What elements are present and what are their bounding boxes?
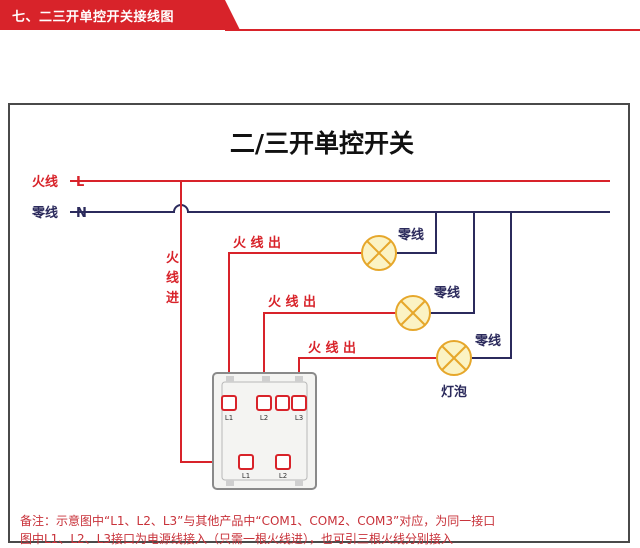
diagram-title: 二/三开单控开关	[230, 129, 414, 158]
live-out-label-1: 火 线 出	[233, 235, 281, 251]
neutral-label-2: 零线	[433, 285, 460, 301]
terminal-label-bottom-l2: L2	[279, 472, 287, 480]
neutral-label: 零线	[31, 205, 58, 221]
live-out-wire-2	[263, 312, 396, 398]
switch-body	[212, 372, 317, 490]
terminal-label-top-l3: L3	[295, 414, 303, 422]
live-out-wire-3	[298, 357, 436, 398]
terminal-top-l3	[291, 395, 307, 411]
terminal-bottom-l2	[275, 454, 291, 470]
bulb-icon	[436, 340, 472, 376]
neutral-wire-1	[397, 212, 437, 254]
live-in-label-1: 火	[166, 251, 180, 266]
footnote: 备注：示意图中“L1、L2、L3”与其他产品中“COM1、COM2、COM3”对…	[20, 512, 620, 548]
terminal-bottom-l1	[238, 454, 254, 470]
footnote-line-1: 备注：示意图中“L1、L2、L3”与其他产品中“COM1、COM2、COM3”对…	[20, 514, 496, 528]
bulb-icon	[361, 235, 397, 271]
neutral-label-1: 零线	[397, 227, 424, 243]
live-letter: L	[76, 175, 84, 190]
live-out-label-2: 火 线 出	[268, 294, 316, 310]
live-out-label-3: 火 线 出	[308, 340, 356, 356]
terminal-label-top-l1: L1	[225, 414, 233, 422]
live-in-label-3: 进	[166, 291, 179, 306]
neutral-wire-2	[430, 212, 475, 314]
terminal-top-aux	[275, 395, 290, 411]
terminal-top-l1	[221, 395, 237, 411]
section-header-title: 七、二三开单控开关接线图	[12, 10, 175, 25]
terminal-label-top-l2: L2	[260, 414, 268, 422]
neutral-line	[70, 204, 610, 213]
neutral-letter: N	[76, 206, 87, 221]
neutral-label-3: 零线	[474, 333, 501, 349]
header-rule	[225, 29, 640, 31]
neutral-wire-3	[472, 212, 512, 359]
section-header-bar	[0, 0, 240, 30]
live-in-label-2: 线	[166, 270, 179, 286]
bulb-label: 灯泡	[441, 384, 467, 400]
live-label: 火线	[32, 174, 58, 190]
footnote-line-2: 图中L1、L2、L3接口为电源线接入（只需一根火线进），也可引三根火线分别接入	[20, 532, 453, 546]
bulb-icon	[395, 295, 431, 331]
terminal-top-l2	[256, 395, 272, 411]
live-out-wire-1	[228, 252, 362, 398]
terminal-label-bottom-l1: L1	[242, 472, 250, 480]
